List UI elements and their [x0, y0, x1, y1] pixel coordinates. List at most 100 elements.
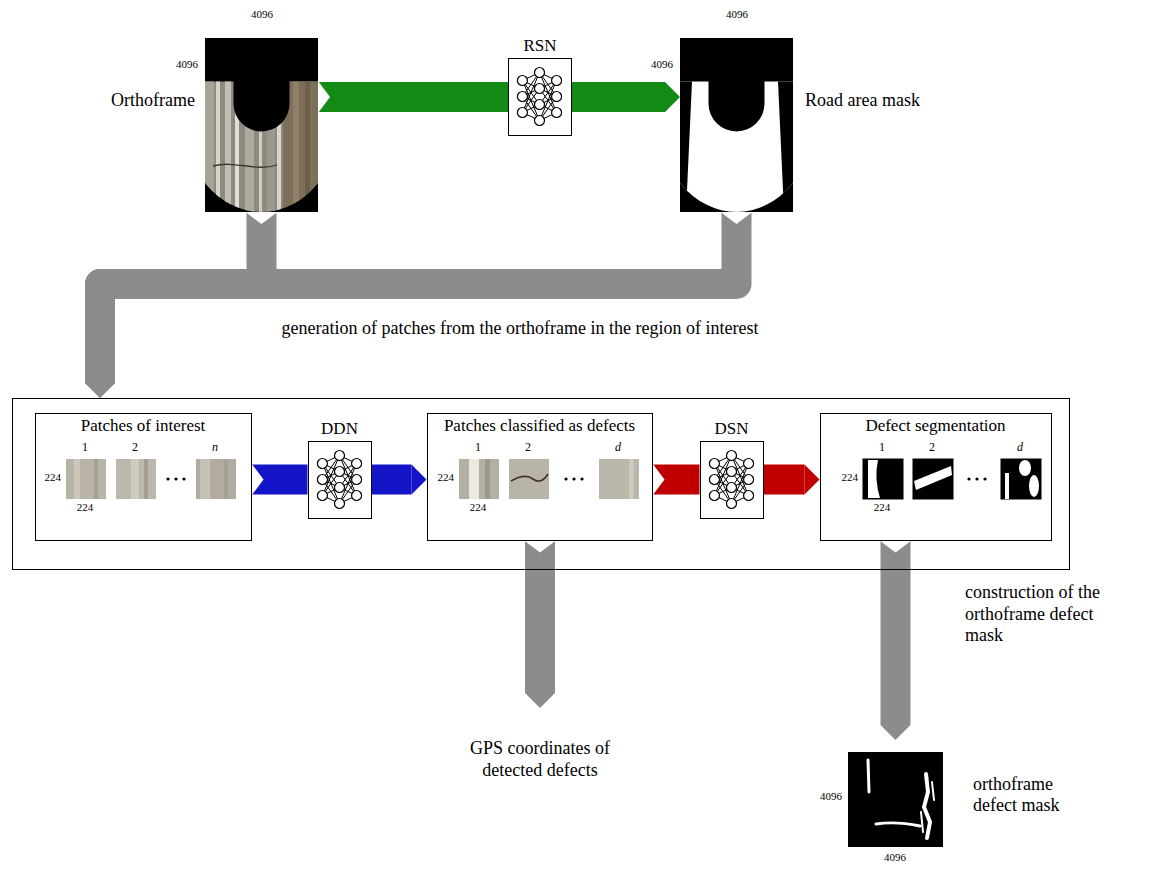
frame-background: [680, 38, 793, 212]
network-box: DDN: [308, 441, 372, 519]
patch-label: 1: [879, 441, 885, 455]
defect-trace: [921, 812, 923, 832]
band-tail-notch: [721, 212, 753, 224]
road-stripe: [225, 82, 231, 213]
network-neuron: [334, 466, 344, 476]
defect-trace: [924, 774, 930, 838]
defect-trace: [876, 823, 920, 826]
vehicle-shadow: [234, 81, 290, 132]
defect-region: [868, 460, 880, 498]
network-name: DDN: [321, 419, 358, 439]
network-neuron: [317, 474, 327, 484]
network-neuron: [726, 482, 736, 492]
patch-panel: Patches of interest: [35, 413, 252, 541]
patch-stripe: [94, 459, 98, 499]
network-neuron: [726, 498, 736, 508]
dimension-label: 4096: [820, 790, 842, 803]
image-caption: orthoframe defect mask: [973, 774, 1088, 815]
patch-label: 1: [475, 441, 481, 455]
flow-connector: [318, 81, 508, 113]
arrow-head: [881, 725, 911, 740]
mask-background: [778, 82, 793, 213]
network-neuron: [743, 458, 753, 468]
defmask-illustration: [848, 752, 943, 847]
road-stripe: [205, 82, 214, 213]
network-neuron: [535, 84, 545, 94]
road-patch: [66, 459, 106, 499]
connector-label: generation of patches from the orthofram…: [282, 318, 759, 340]
ellipsis-dot: [182, 477, 185, 480]
patch-stripe: [74, 459, 80, 499]
flow-band: [525, 541, 555, 694]
band-tail-notch: [524, 541, 556, 553]
flow-connector: [252, 464, 308, 496]
patch-label: 224: [438, 471, 455, 484]
flow-band: [653, 465, 700, 495]
network-neuron: [709, 474, 719, 484]
network-neuron: [535, 100, 545, 110]
network-neuron: [552, 76, 562, 86]
patch-label: 2: [929, 441, 935, 455]
flow-connector: [880, 541, 912, 741]
defect-region: [1005, 473, 1009, 499]
panel-title: Patches of interest: [36, 414, 251, 436]
arrow-head: [805, 465, 820, 495]
road-patch: [599, 459, 639, 499]
dimension-label: 4096: [251, 8, 273, 21]
network-neuron: [552, 92, 562, 102]
network-neuron: [709, 490, 719, 500]
network-neuron: [517, 76, 527, 86]
net-illustration: [309, 442, 370, 517]
network-box: DSN: [700, 441, 764, 519]
ellipsis-dot: [174, 477, 177, 480]
network-neuron: [334, 498, 344, 508]
network-neuron: [517, 92, 527, 102]
panel-title: Patches classified as defects: [428, 414, 652, 436]
network-name: DSN: [714, 419, 748, 439]
patch-label: 224: [842, 471, 859, 484]
road-mask-area: [680, 82, 793, 213]
network-neuron: [351, 458, 361, 468]
flow-connector: [85, 212, 753, 398]
network-neuron: [726, 450, 736, 460]
image-caption: Orthoframe: [111, 90, 195, 111]
defect-region: [1019, 460, 1031, 476]
road-stripe: [293, 82, 299, 213]
band-tail-notch: [318, 81, 330, 113]
network-neuron: [726, 466, 736, 476]
network-neuron: [351, 474, 361, 484]
mask-background: [848, 752, 943, 847]
ellipsis-dot: [580, 477, 583, 480]
network-box: RSN: [508, 58, 572, 136]
road-crack: [213, 164, 277, 167]
image-caption: Road area mask: [805, 90, 920, 111]
dimension-label: 4096: [726, 8, 748, 21]
patch-label: 224: [874, 501, 891, 514]
patch-label: 2: [132, 441, 138, 455]
band-tail-notch: [252, 464, 264, 496]
defect-trace: [932, 782, 934, 800]
network-name: RSN: [523, 36, 556, 56]
patch-stripe: [144, 459, 148, 499]
road-stripe: [216, 82, 220, 213]
patch-panel: Patches classified as defects: [427, 413, 653, 541]
flow-band: [372, 465, 412, 495]
network-neuron: [317, 458, 327, 468]
patch-crack: [511, 474, 548, 481]
net-illustration: [509, 59, 570, 134]
road-stripe: [305, 82, 310, 213]
network-neuron: [351, 490, 361, 500]
frame-background: [205, 38, 318, 212]
flow-band: [100, 212, 737, 383]
arrow-head: [412, 465, 427, 495]
panel-title: Defect segmentation: [821, 414, 1051, 436]
network-neuron: [317, 490, 327, 500]
ellipsis-dot: [983, 477, 986, 480]
ellipsis-dot: [166, 477, 169, 480]
flow-connector: [764, 465, 820, 495]
patch-stripe: [629, 459, 634, 499]
ellipsis-dot: [572, 477, 575, 480]
flow-connector: [653, 464, 700, 496]
segmentation-patch: [1001, 459, 1041, 499]
patch-label: 1: [82, 441, 88, 455]
